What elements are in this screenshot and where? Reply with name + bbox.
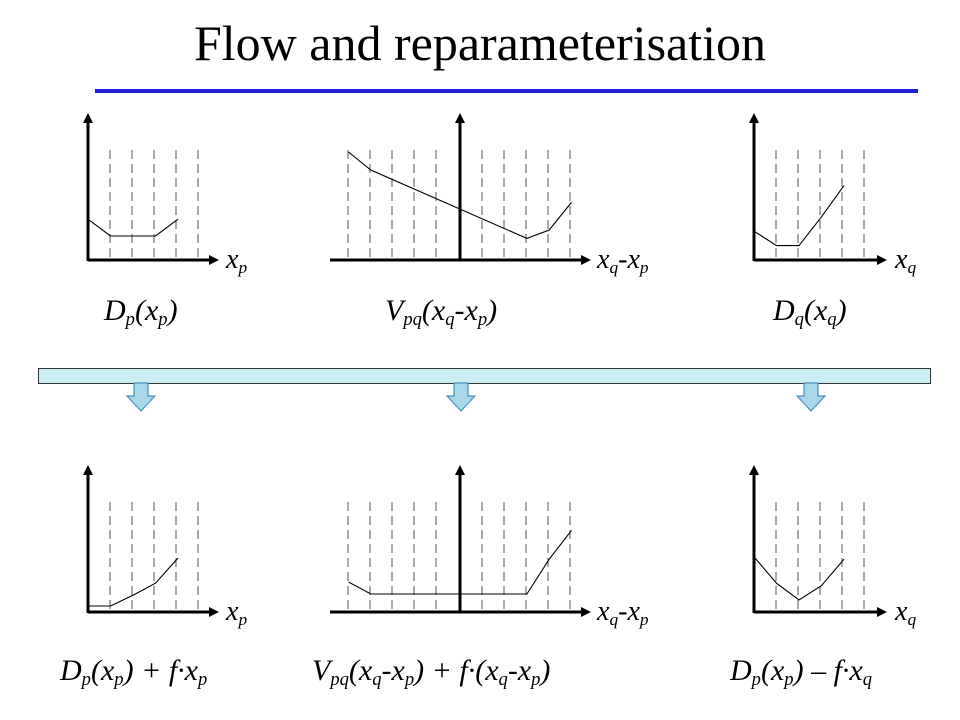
axis-label-dp-b: xp bbox=[226, 596, 248, 629]
axis-label-dq-b: xq bbox=[895, 596, 917, 629]
caption-dq-b: Dp(xp) – f·xq bbox=[730, 654, 873, 691]
axis-label-dp: xp bbox=[226, 244, 248, 277]
series-line-dq bbox=[753, 185, 845, 247]
series-line-dq_b bbox=[753, 556, 845, 601]
axis-label-vpq: xq-xp bbox=[597, 244, 649, 277]
caption-dp: Dp(xp) bbox=[104, 294, 178, 331]
caption-vpq-b: Vpq(xq-xp) + f·(xq-xp) bbox=[312, 654, 551, 691]
axis-label-vpq-b: xq-xp bbox=[597, 596, 649, 629]
reparameterisation-bar bbox=[38, 368, 931, 384]
series-line-dp bbox=[87, 218, 179, 237]
title-underline bbox=[95, 89, 918, 93]
down-arrow-icon bbox=[446, 382, 476, 412]
down-arrow-icon bbox=[126, 382, 156, 412]
caption-vpq: Vpq(xq-xp) bbox=[385, 294, 498, 331]
caption-dq: Dq(xq) bbox=[773, 294, 847, 331]
series-line-dp_b bbox=[88, 557, 179, 607]
slide-title: Flow and reparameterisation bbox=[193, 15, 767, 71]
caption-dp-b: Dp(xp) + f·xp bbox=[60, 654, 208, 691]
down-arrow-icon bbox=[796, 382, 826, 412]
axis-label-dq: xq bbox=[895, 244, 917, 277]
